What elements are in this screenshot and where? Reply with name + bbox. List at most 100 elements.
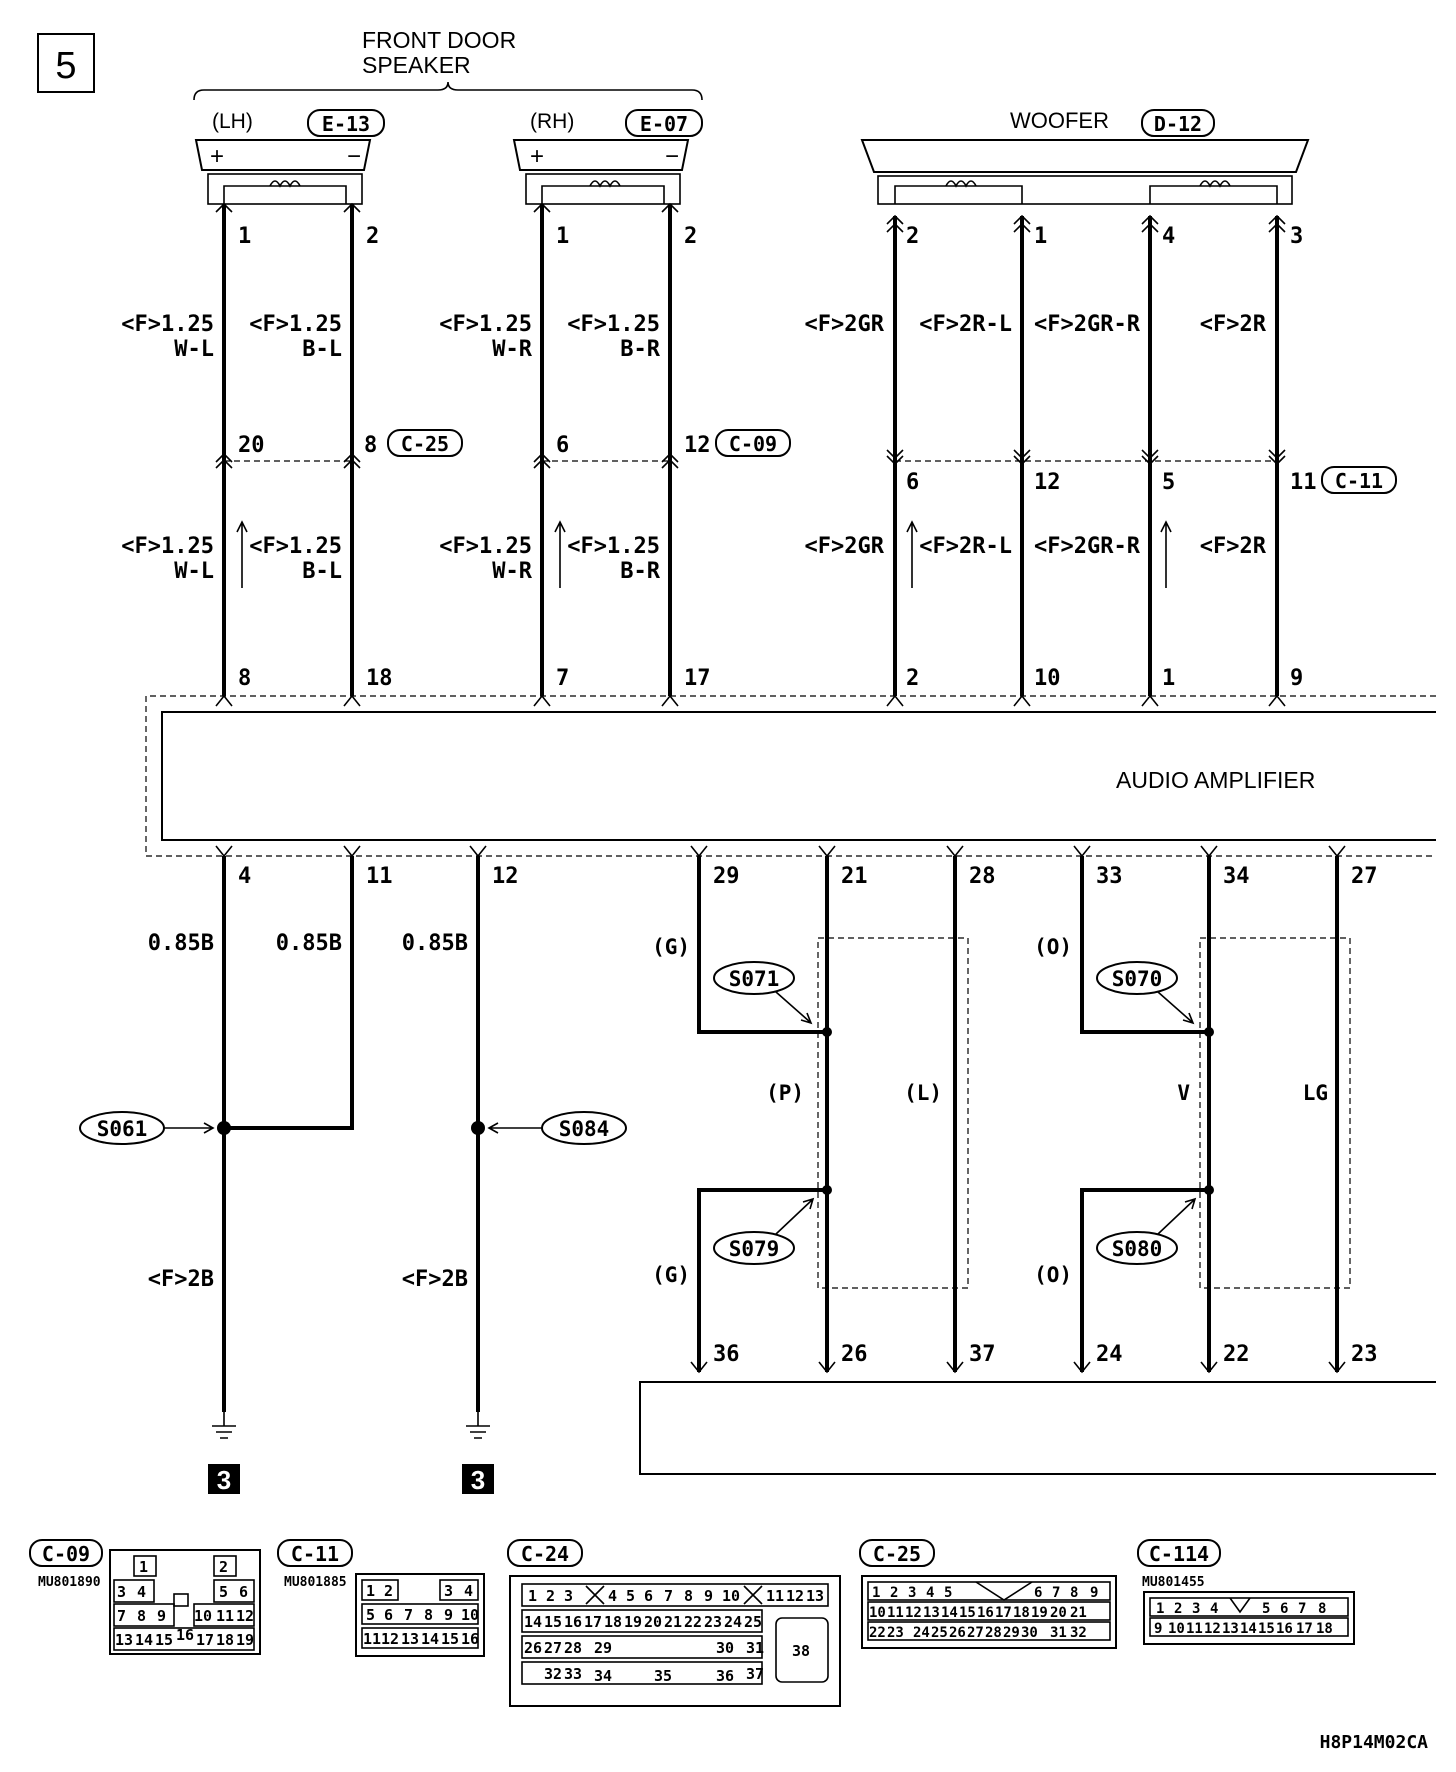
svg-text:C-11: C-11 (291, 1542, 339, 1566)
junction-pin-wf1: 6 (906, 470, 919, 495)
amp-bottom-pin-8: 34 (1223, 864, 1250, 889)
svg-text:2: 2 (890, 1585, 898, 1601)
svg-text:8: 8 (1070, 1585, 1078, 1601)
svg-text:28: 28 (985, 1625, 1002, 1641)
svg-text:28: 28 (564, 1639, 582, 1657)
svg-text:26: 26 (524, 1639, 542, 1657)
lh-plus: + (210, 143, 224, 170)
page-number-box (37, 33, 95, 93)
lh-pin-b: 2 (366, 224, 379, 249)
rh-label: (RH) (530, 110, 574, 133)
svg-text:26: 26 (949, 1625, 966, 1641)
svg-text:16: 16 (564, 1613, 582, 1631)
svg-text:W-R: W-R (492, 337, 532, 362)
svg-text:<F>1.25: <F>1.25 (249, 534, 342, 559)
svg-text:11: 11 (887, 1605, 904, 1621)
svg-text:23: 23 (704, 1613, 722, 1631)
rh-connector-badge (625, 109, 703, 137)
svg-text:33: 33 (564, 1665, 582, 1683)
svg-text:15: 15 (155, 1631, 173, 1649)
lh-label: (LH) (212, 110, 253, 133)
lower-pin-2: 26 (841, 1342, 868, 1367)
svg-text:4: 4 (1210, 1601, 1218, 1617)
rh-plus: + (530, 143, 544, 170)
ground-symbols (212, 1412, 490, 1439)
amp-bottom-pin-6: 28 (969, 864, 996, 889)
svg-text:18: 18 (1316, 1621, 1333, 1637)
svg-text:3: 3 (444, 1582, 453, 1600)
junction-c11: C-11 (1335, 469, 1383, 493)
woofer-coil2-wire (1149, 185, 1278, 204)
color-lg: LG (1303, 1081, 1328, 1105)
svg-text:10: 10 (194, 1607, 212, 1625)
svg-text:29: 29 (594, 1639, 612, 1657)
svg-text:1: 1 (528, 1587, 537, 1605)
svg-text:14: 14 (135, 1631, 153, 1649)
svg-text:13: 13 (115, 1631, 133, 1649)
speaker-title-2: SPEAKER (362, 52, 471, 78)
svg-text:<F>1.25: <F>1.25 (439, 312, 532, 337)
svg-text:27: 27 (544, 1639, 562, 1657)
svg-text:14: 14 (941, 1605, 958, 1621)
splice-s084-arrow (487, 1122, 542, 1134)
junction-pin-wf3: 5 (1162, 470, 1175, 495)
splice-dot-s070 (1204, 1027, 1214, 1037)
svg-text:30: 30 (1021, 1625, 1038, 1641)
splice-s071: S071 (729, 967, 780, 991)
svg-text:14: 14 (1240, 1621, 1257, 1637)
woofer-pin-4: 3 (1290, 224, 1303, 249)
svg-text:18: 18 (604, 1613, 622, 1631)
svg-text:12: 12 (786, 1587, 804, 1605)
svg-text:2: 2 (1174, 1601, 1182, 1617)
lower-pin-6: 23 (1351, 1342, 1378, 1367)
splice-s061-arrow (164, 1122, 215, 1134)
amp-bottom-pin-3: 12 (492, 864, 519, 889)
junction-c25: C-25 (401, 432, 449, 456)
svg-text:C-24: C-24 (521, 1542, 569, 1566)
svg-text:MU801455: MU801455 (1142, 1575, 1205, 1590)
splice-s070-oval (1096, 961, 1178, 995)
svg-text:<F>2GR-R: <F>2GR-R (1034, 312, 1141, 337)
svg-text:3: 3 (117, 1583, 126, 1601)
svg-text:6: 6 (239, 1583, 248, 1601)
svg-text:<F>2R-L: <F>2R-L (919, 534, 1012, 559)
svg-text:2: 2 (546, 1587, 555, 1605)
splice-s071-arrow (775, 991, 813, 1025)
svg-text:23: 23 (887, 1625, 904, 1641)
svg-text:16: 16 (461, 1630, 479, 1648)
amp-top-pin-7: 1 (1162, 666, 1175, 691)
svg-text:1: 1 (366, 1582, 375, 1600)
svg-text:18: 18 (1013, 1605, 1030, 1621)
svg-text:13: 13 (806, 1587, 824, 1605)
ground-wire-f2: <F>2B (402, 1267, 468, 1292)
rh-connector: E-07 (640, 112, 688, 136)
splice-s080: S080 (1112, 1237, 1163, 1261)
lower-wire-labels: <F>1.25 W-L <F>1.25 B-L <F>1.25 W-R <F>1… (121, 534, 1266, 584)
svg-text:7: 7 (1298, 1601, 1306, 1617)
svg-text:30: 30 (716, 1639, 734, 1657)
amp-bottom-pin-markers (215, 845, 1346, 858)
svg-text:1: 1 (1156, 1601, 1164, 1617)
figure-code: H8P14M02CA (1320, 1732, 1429, 1753)
svg-text:13: 13 (401, 1630, 419, 1648)
upper-wires (222, 204, 1279, 696)
svg-text:38: 38 (792, 1642, 810, 1660)
splice-dot-s061 (217, 1121, 231, 1135)
svg-text:25: 25 (931, 1625, 948, 1641)
color-l: (L) (904, 1081, 942, 1105)
amp-bottom-pin-5: 21 (841, 864, 868, 889)
splice-dot-s071 (822, 1027, 832, 1037)
splice-s071-oval (713, 961, 795, 995)
woofer-connector: D-12 (1154, 112, 1202, 136)
ground-ref-2: 3 (471, 1465, 485, 1495)
color-g2: (G) (652, 1263, 690, 1287)
rh-speaker-body (512, 139, 690, 171)
junction-pin-rh2: 12 (684, 433, 711, 458)
amp-top-pin-4: 17 (684, 666, 711, 691)
svg-text:21: 21 (664, 1613, 682, 1631)
woofer-coil1-icon (945, 180, 977, 188)
svg-text:4: 4 (926, 1585, 934, 1601)
